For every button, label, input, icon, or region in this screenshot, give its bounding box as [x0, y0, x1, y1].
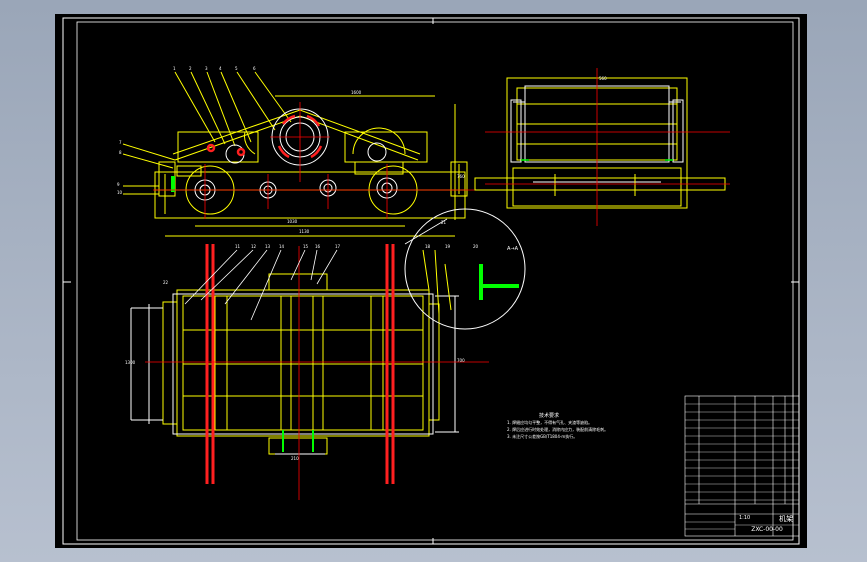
tech-req-line-1: 1. 焊缝应均匀平整，不得有气孔、夹渣等缺陷。 — [507, 420, 593, 425]
dim-overall-length: 1600 — [351, 90, 362, 95]
part-name: 机架 — [779, 515, 793, 523]
callout-13: 13 — [265, 244, 271, 249]
detail-view — [404, 208, 526, 330]
callout-6: 6 — [253, 66, 256, 71]
front-view-wheels — [194, 108, 398, 201]
cad-drawing-canvas — [62, 17, 800, 545]
callout-19: 19 — [445, 244, 451, 249]
callout-1: 1 — [173, 66, 176, 71]
side-view — [474, 77, 726, 209]
sheet-frame — [62, 17, 800, 545]
callout-4: 4 — [219, 66, 222, 71]
callout-22: 22 — [163, 280, 169, 285]
callout-16: 16 — [315, 244, 321, 249]
callout-2: 2 — [189, 66, 192, 71]
callout-18: 18 — [425, 244, 431, 249]
callout-21: 21 — [441, 220, 447, 225]
front-centerlines — [153, 102, 475, 219]
drawing-number: ZXC-00-00 — [751, 526, 783, 533]
callout-14: 14 — [279, 244, 285, 249]
title-block — [684, 395, 800, 537]
callout-17: 17 — [335, 244, 341, 249]
callout-11: 11 — [235, 244, 241, 249]
hub-bolts — [206, 114, 323, 159]
plan-centerlines — [145, 246, 489, 500]
callout-20: 20 — [473, 244, 479, 249]
green-plate — [171, 176, 175, 192]
dim-top-width: 1030 — [287, 219, 298, 224]
dim-bottom-width: 1130 — [299, 229, 310, 234]
title-block-rows — [685, 403, 799, 530]
callout-7: 7 — [119, 140, 122, 145]
callout-15: 15 — [303, 244, 309, 249]
plan-green-marks — [282, 430, 314, 452]
dim-height: 760 — [457, 174, 465, 179]
tech-req-heading: 技术要求 — [539, 413, 560, 419]
detail-label: A→A — [507, 246, 519, 252]
plan-view-outline — [148, 293, 459, 455]
tech-req-line-3: 3. 未注尺寸公差按GB/T1804-m执行。 — [507, 434, 578, 439]
dim-channel: 210 — [291, 456, 299, 461]
sheet-border — [76, 21, 794, 541]
dim-plan-width: 700 — [457, 358, 465, 363]
callout-10: 10 — [117, 190, 123, 195]
tech-req-line-2: 2. 焊后应进行时效处理，消除内应力，装配前清除毛刺。 — [507, 427, 609, 432]
dim-right-height: 560 — [599, 76, 607, 81]
callout-12: 12 — [251, 244, 257, 249]
cad-drawing-viewport[interactable]: 机架 ZXC-00-00 1:10 技术要求 1. 焊缝应均匀平整，不得有气孔、… — [55, 14, 807, 548]
callout-9: 9 — [117, 182, 120, 187]
callout-5: 5 — [235, 66, 238, 71]
side-centerlines — [485, 68, 730, 226]
callout-8: 8 — [119, 150, 122, 155]
drawing-scale: 1:10 — [739, 515, 751, 521]
plan-leaders — [184, 249, 338, 321]
plan-shafts — [205, 244, 395, 484]
front-view — [122, 71, 468, 237]
callout-3: 3 — [205, 66, 208, 71]
dim-plan-height: 1300 — [125, 360, 136, 365]
